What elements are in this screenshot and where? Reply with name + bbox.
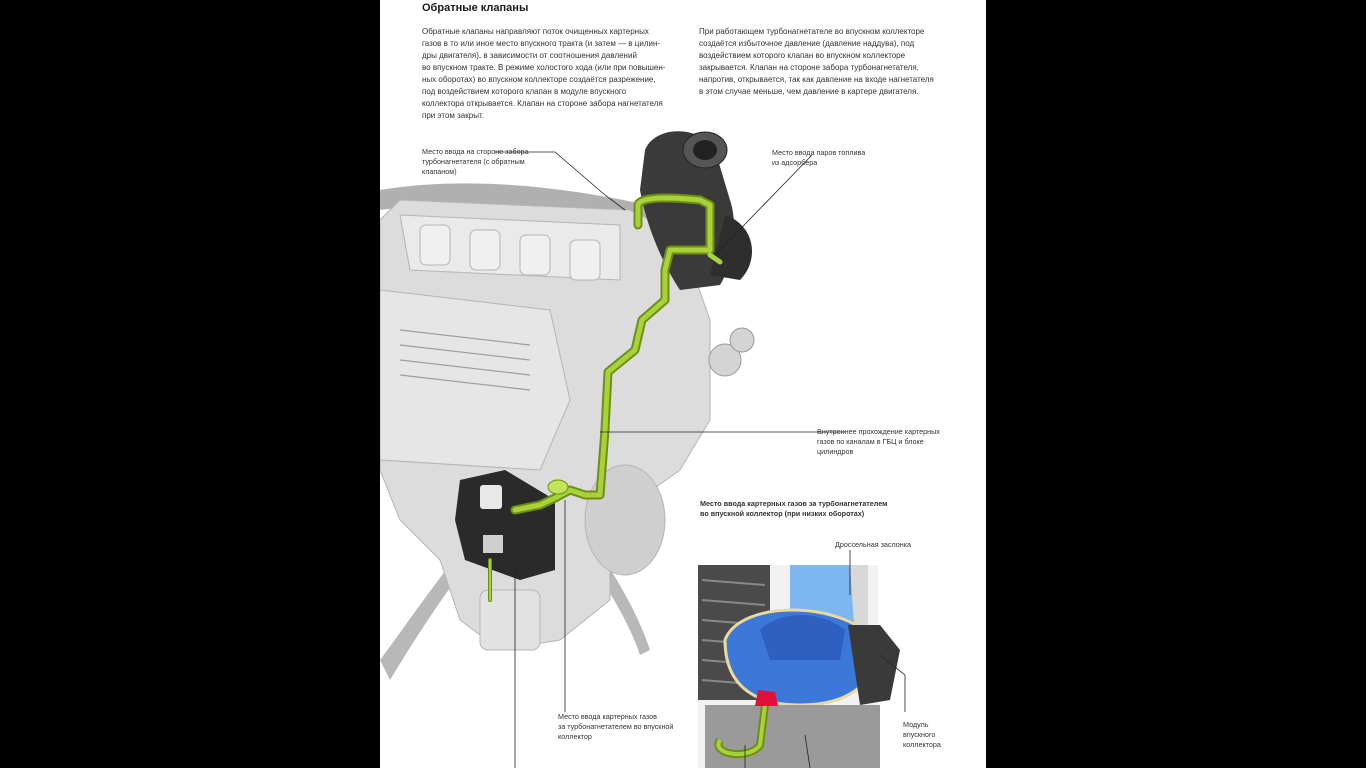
callout-fuel-vapor: Место ввода паров топлива из адсорбера (772, 148, 866, 167)
document-page: Обратные клапаны Обратные клапаны направ… (380, 0, 986, 768)
engine-block (380, 199, 711, 651)
callout-intake-module: Модуль впускного коллектора (903, 720, 941, 749)
inset-title: Место ввода картерных газов за турбонагн… (700, 499, 888, 518)
oil-separator (455, 470, 555, 580)
engine-illustration (380, 131, 906, 768)
callout-throttle: Дроссельная заслонка (835, 540, 912, 549)
page-title: Обратные клапаны (422, 2, 529, 14)
callout-internal-passage: Внутреннее прохождение картерных газов п… (817, 427, 940, 456)
hose-connector (547, 479, 569, 495)
callout-inlet-turbo-side: Место ввода на стороне забора турбонагне… (422, 147, 529, 176)
leader-lines (495, 151, 906, 768)
inset-intake-illustration (698, 565, 900, 768)
paragraph-right: При работающем турбонагнетателе во впуск… (699, 27, 934, 96)
valve-red (755, 690, 778, 706)
callout-inlet-after-turbo: Место ввода картерных газов за турбонагн… (558, 712, 674, 741)
paragraph-left: Обратные клапаны направляют поток очищен… (422, 27, 666, 120)
intake-ribs (399, 329, 531, 391)
breather-hose (488, 193, 723, 602)
shadow-swoosh (380, 183, 690, 230)
